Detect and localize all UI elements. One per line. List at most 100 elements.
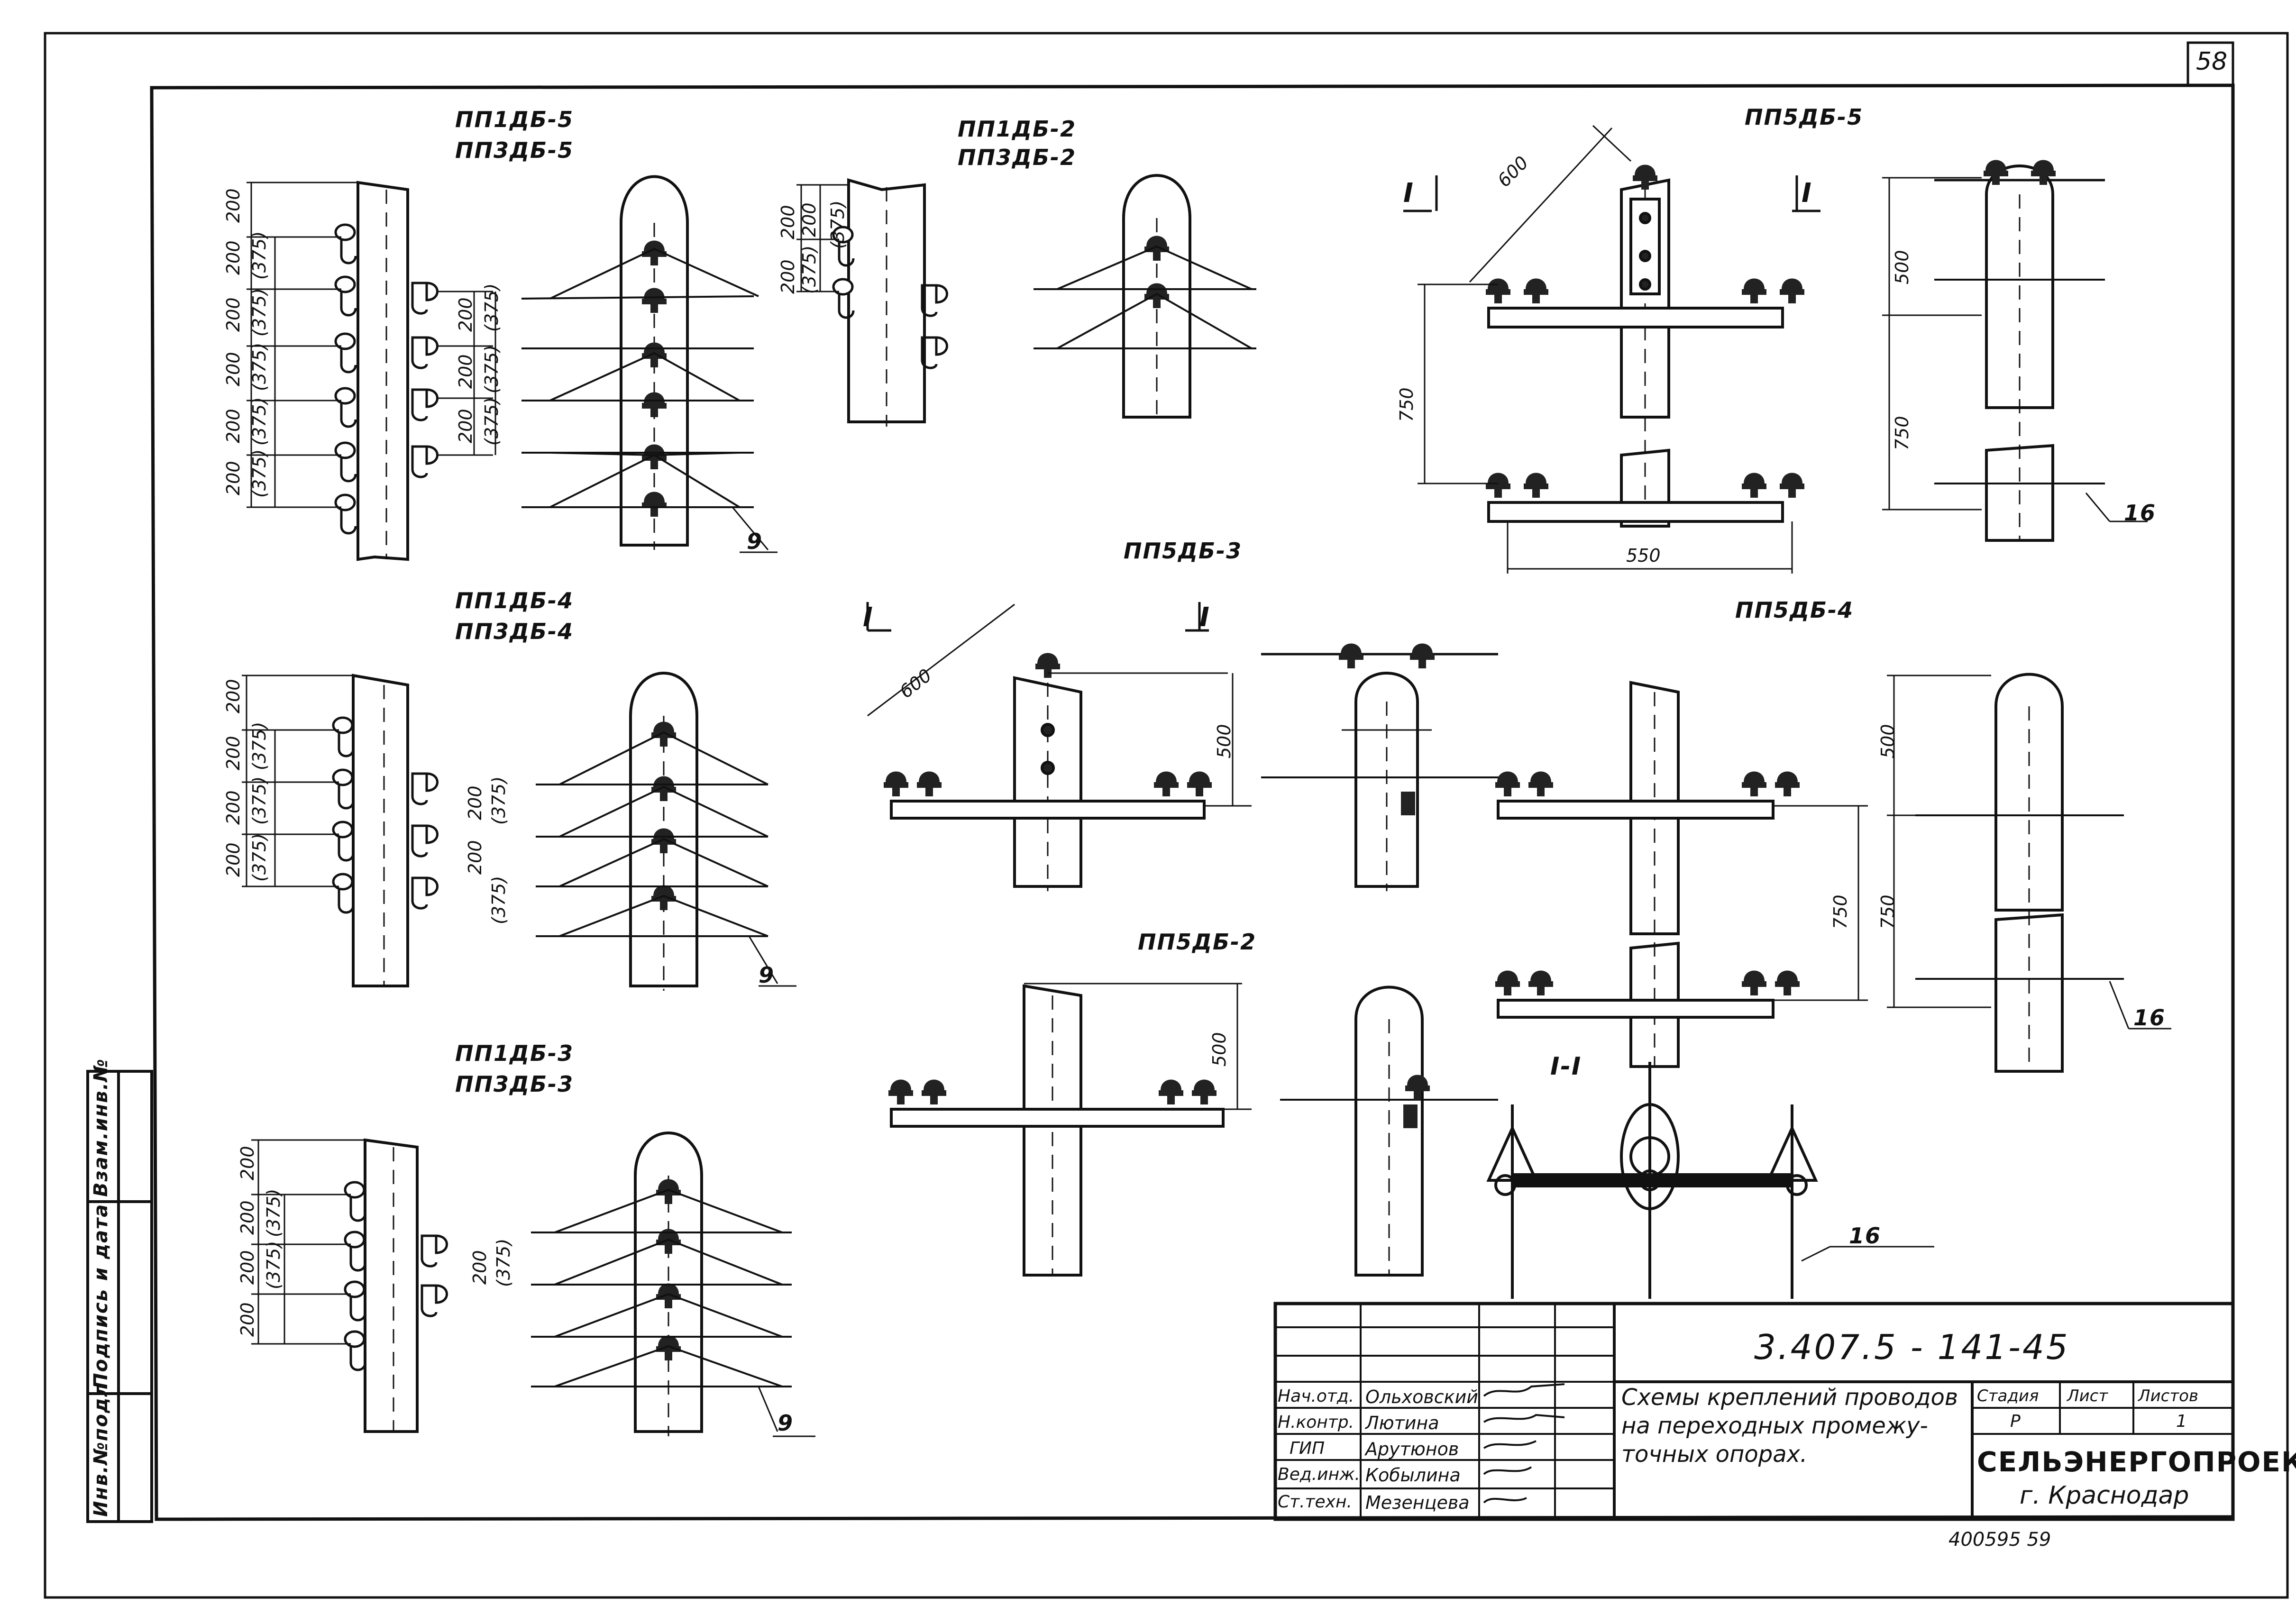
dim-label: 200 — [465, 785, 485, 820]
role-label: Нач.отд. — [1278, 1387, 1354, 1406]
section-i-i — [1486, 1062, 1934, 1299]
dim-label: 200 — [778, 205, 798, 239]
title-block — [1273, 1302, 2235, 1521]
sheets-value: 1 — [2176, 1412, 2187, 1431]
dim-label: 500 — [1892, 250, 1912, 284]
scheme-label: ПП3ДБ-2 — [958, 145, 1077, 170]
scheme-label: ПП1ДБ-4 — [455, 588, 574, 613]
section-mark: I — [1403, 178, 1414, 209]
scheme-pp5db4-crossarm — [1495, 681, 1868, 1068]
dim-label: 200 — [237, 1302, 258, 1337]
dim-label: (375) — [481, 283, 502, 332]
document-code: 3.407.5 - 141-45 — [1754, 1327, 2070, 1367]
dim-label: 200 — [223, 461, 244, 495]
dim-label: 500 — [1209, 1032, 1230, 1067]
dim-label: 200 — [465, 840, 485, 875]
title-line: на переходных промежу- — [1621, 1413, 1928, 1439]
organization: СЕЛЬЭНЕРГОПРОЕКТ — [1977, 1446, 2296, 1478]
scheme-label: ПП1ДБ-5 — [455, 107, 574, 132]
dim-label: 200 — [223, 679, 244, 713]
scheme-pp5db5-crossarm — [1403, 125, 1820, 574]
dim-label: 200 — [223, 736, 244, 770]
scheme-pp5db5-front — [1882, 160, 2148, 542]
dim-label: 750 — [1877, 894, 1898, 929]
dim-label: (375) — [488, 776, 509, 825]
dim-label: (375) — [249, 342, 270, 391]
dim-label: 200 — [223, 240, 244, 275]
dim-label: (375) — [249, 449, 270, 498]
dim-label: 200 — [223, 352, 244, 386]
dim-label: 200 — [778, 259, 798, 294]
signatory-name: Ольховский — [1365, 1387, 1478, 1407]
scheme-label: ПП5ДБ-2 — [1138, 929, 1257, 955]
dim-label: (375) — [493, 1238, 514, 1287]
stage-header: Стадия — [1977, 1387, 2039, 1405]
callout-ref: 9 — [759, 962, 775, 988]
dim-label: (375) — [249, 231, 270, 280]
scheme-pp5db2-front — [1280, 985, 1498, 1277]
title-line: Схемы креплений проводов — [1621, 1384, 1958, 1411]
dim-label: 200 — [223, 409, 244, 443]
scheme-pp5db3-crossarm — [866, 602, 1252, 891]
section-mark: I — [863, 602, 874, 633]
scheme-label: ПП3ДБ-4 — [455, 619, 574, 644]
section-mark: I — [1802, 178, 1812, 209]
scheme-label: ПП5ДБ-4 — [1735, 597, 1854, 623]
dim-label: (375) — [488, 876, 509, 924]
dim-label: (375) — [249, 721, 270, 770]
scheme-pp5db2-crossarm — [888, 983, 1252, 1277]
dim-label: 200 — [237, 1146, 258, 1180]
role-label: Вед.инж. — [1278, 1465, 1360, 1484]
dim-label: (375) — [481, 397, 502, 446]
sheet-header: Лист — [2067, 1387, 2108, 1405]
callout-ref: 16 — [1849, 1223, 1882, 1249]
outer-frame — [44, 32, 2289, 1599]
scheme-pp5db3-front — [1261, 643, 1508, 891]
dim-label: (375) — [249, 397, 270, 446]
scheme-label: ПП1ДБ-2 — [958, 116, 1077, 142]
role-label: Ст.техн. — [1278, 1492, 1352, 1512]
scheme-pp1db5-front — [521, 175, 778, 553]
scheme-label: ПП5ДБ-3 — [1124, 538, 1243, 564]
sheet-number-box — [2186, 41, 2234, 87]
side-stamp-label-2: Подпись и дата — [90, 1203, 112, 1389]
dim-label: 550 — [1626, 545, 1661, 566]
organization-city: г. Краснодар — [2020, 1481, 2189, 1510]
scheme-pp1db5-side — [247, 181, 496, 561]
dim-label: 200 — [455, 354, 476, 389]
side-stamp-label-1: Взам.инв.№ — [90, 1058, 112, 1197]
scheme-pp1db2-front — [1034, 174, 1256, 419]
scheme-pp5db4-front — [1887, 673, 2171, 1073]
dim-label: (375) — [263, 1241, 284, 1289]
dim-label: 500 — [1214, 724, 1235, 758]
scheme-pp1db3-front — [531, 1131, 815, 1437]
dim-label: 500 — [1877, 724, 1898, 758]
sheets-header: Листов — [2138, 1387, 2199, 1405]
dim-label: (375) — [481, 345, 502, 393]
dim-label: (375) — [827, 200, 848, 249]
signatory-name: Арутюнов — [1365, 1439, 1459, 1460]
section-label: I-I — [1550, 1052, 1582, 1081]
dim-label: (375) — [249, 776, 270, 825]
role-label: ГИП — [1290, 1439, 1325, 1458]
dim-label: 200 — [469, 1250, 490, 1285]
dim-label: 200 — [223, 842, 244, 877]
dim-label: 200 — [237, 1250, 258, 1285]
role-label: Н.контр. — [1278, 1413, 1354, 1432]
callout-ref: 9 — [778, 1410, 794, 1436]
signatory-name: Лютина — [1365, 1413, 1439, 1433]
dim-label: (375) — [799, 245, 820, 294]
dim-label: 750 — [1396, 387, 1417, 422]
dim-label: 200 — [799, 202, 820, 237]
scheme-pp1db4-front — [536, 672, 796, 991]
scheme-label: ПП5ДБ-5 — [1745, 104, 1864, 130]
scheme-pp1db3-side — [251, 1138, 447, 1433]
dim-label: 200 — [223, 297, 244, 332]
scheme-label: ПП1ДБ-3 — [455, 1040, 574, 1066]
dim-label: 200 — [455, 409, 476, 443]
dim-label: 200 — [223, 188, 244, 223]
dim-label: 200 — [455, 297, 476, 332]
callout-ref: 9 — [747, 529, 763, 554]
signatory-name: Мезенцева — [1365, 1492, 1470, 1513]
